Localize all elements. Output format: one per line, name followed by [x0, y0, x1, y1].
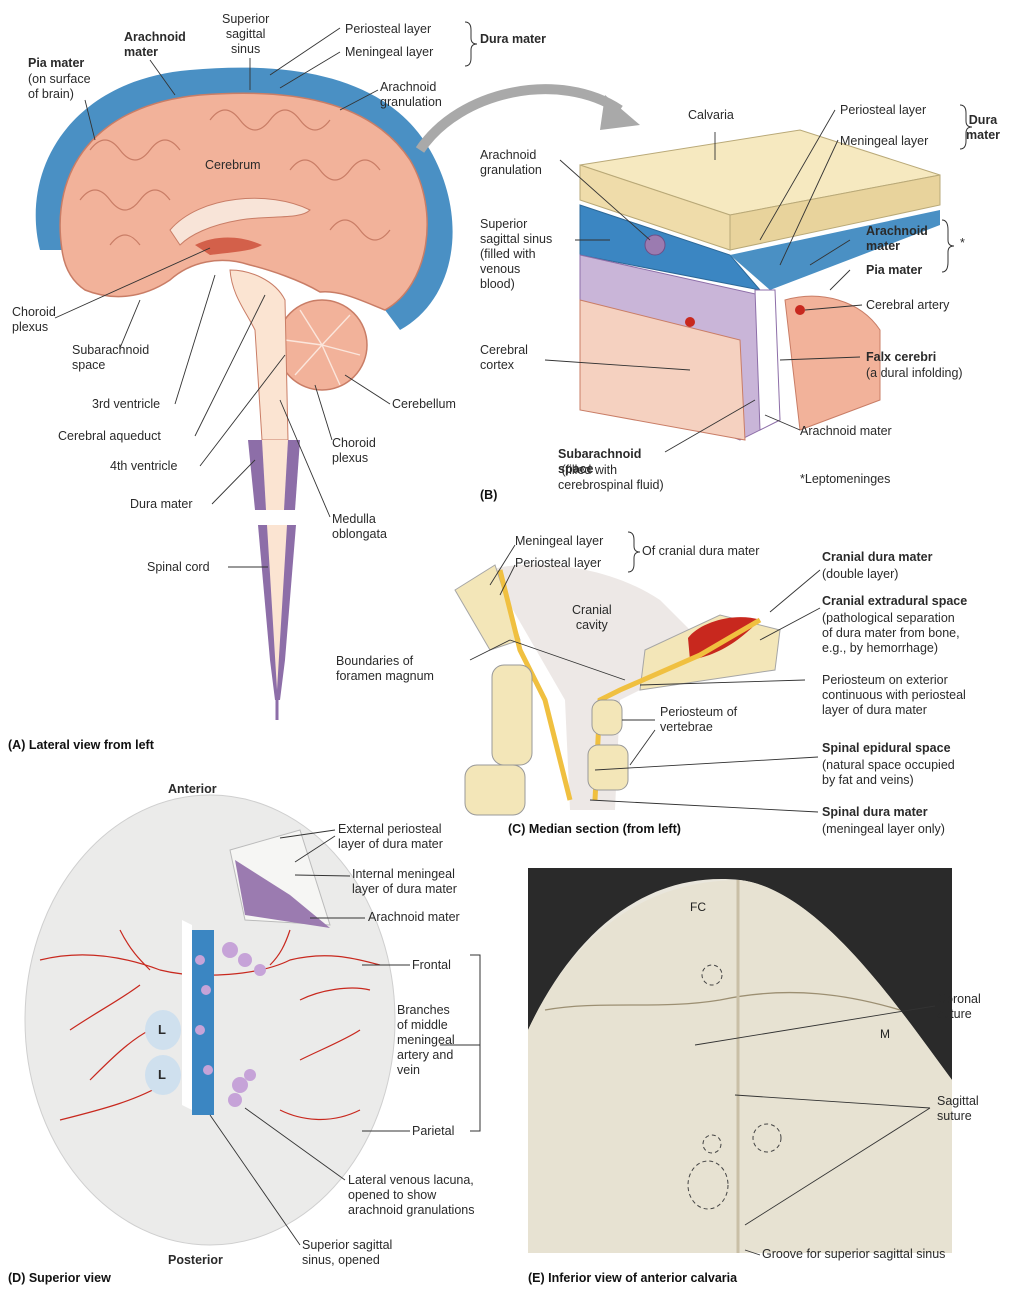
panel-b-illustration: [545, 105, 972, 452]
panel-c-illustration: [455, 532, 820, 815]
branches-bracket: [470, 955, 480, 1131]
caption-c: (C) Median section (from left): [508, 822, 681, 836]
label-frontal: Frontal: [412, 958, 451, 973]
label-sdm-sub: (meningeal layer only): [822, 822, 945, 837]
label-sep-sub: (natural space occupied by fat and veins…: [822, 758, 955, 788]
label-arachnoid-d: Arachnoid mater: [368, 910, 460, 925]
vertebra-1: [492, 665, 532, 765]
label-periosteal-b: Periosteal layer: [840, 103, 926, 118]
label-cdm: Cranial dura mater: [822, 550, 932, 565]
label-arachnoid-b: Arachnoid mater: [866, 224, 928, 254]
label-sss-d: Superior sagittal sinus, opened: [302, 1238, 392, 1268]
label-posterior: Posterior: [168, 1253, 223, 1268]
label-ext-periosteal: External periosteal layer of dura mater: [338, 822, 443, 852]
label-groove: Groove for superior sagittal sinus: [762, 1247, 945, 1262]
label-subarachnoid-a: Subarachnoid space: [72, 343, 149, 373]
label-sdm: Spinal dura mater: [822, 805, 928, 820]
label-ces: Cranial extradural space: [822, 594, 967, 609]
label-int-meningeal: Internal meningeal layer of dura mater: [352, 867, 457, 897]
label-anterior: Anterior: [168, 782, 217, 797]
label-periosteal-a: Periosteal layer: [345, 22, 431, 37]
label-pia-sub: (on surface of brain): [28, 72, 91, 102]
label-cerebellum: Cerebellum: [392, 397, 456, 412]
label-foramen: Boundaries of foramen magnum: [336, 654, 434, 684]
label-falx: Falx cerebri: [866, 350, 936, 365]
label-lacuna-l1: L: [158, 1022, 166, 1037]
label-subarachnoid-b-sub: (filled with cerebrospinal fluid): [558, 463, 664, 493]
label-choroid-a2: Choroid plexus: [332, 436, 376, 466]
dura-brace-a: [465, 22, 477, 66]
label-sss-a: Superior sagittal sinus: [222, 12, 269, 57]
label-star: *: [960, 236, 965, 251]
label-of-cranial: Of cranial dura mater: [642, 544, 759, 559]
label-3rd-ventricle: 3rd ventricle: [92, 397, 160, 412]
label-leptomeninges: *Leptomeninges: [800, 472, 890, 487]
label-ces-sub: (pathological separation of dura mater f…: [822, 611, 960, 656]
label-dura-mater-a2: Dura mater: [130, 497, 193, 512]
brainstem-shape: [230, 270, 288, 440]
label-dura-a: Dura mater: [480, 32, 546, 47]
label-cranial-cavity: Cranial cavity: [572, 603, 612, 633]
label-meningeal-b: Meningeal layer: [840, 134, 928, 149]
label-granulation-b: Arachnoid granulation: [480, 148, 542, 178]
label-sagittal: Sagittal suture: [937, 1094, 979, 1124]
label-branches: Branches of middle meningeal artery and …: [397, 1003, 455, 1078]
label-lacuna: Lateral venous lacuna, opened to show ar…: [348, 1173, 474, 1218]
label-cortex: Cerebral cortex: [480, 343, 528, 373]
label-calvaria: Calvaria: [688, 108, 734, 123]
label-pia-mater: Pia mater: [28, 56, 84, 71]
label-lacuna-l2: L: [158, 1067, 166, 1082]
label-pia-b: Pia mater: [866, 263, 922, 278]
label-m: M: [880, 1027, 890, 1041]
caption-d: (D) Superior view: [8, 1271, 111, 1285]
label-choroid-a: Choroid plexus: [12, 305, 56, 335]
falx-cerebri-shape: [755, 290, 780, 430]
label-periosteal-c: Periosteal layer: [515, 556, 601, 571]
panel-e-photo: [528, 868, 952, 1255]
label-granulation-a: Arachnoid granulation: [380, 80, 442, 110]
label-medulla: Medulla oblongata: [332, 512, 387, 542]
arrow-a-to-b: [420, 89, 620, 150]
label-meningeal-c: Meningeal layer: [515, 534, 603, 549]
label-fc: FC: [690, 900, 706, 914]
vertebra-2: [465, 765, 525, 815]
label-arachnoid-a: Arachnoid mater: [124, 30, 186, 60]
caption-b: (B): [480, 488, 497, 502]
label-sep: Spinal epidural space: [822, 741, 951, 756]
label-parietal: Parietal: [412, 1124, 454, 1139]
label-periosteum-exterior: Periosteum on exterior continuous with p…: [822, 673, 966, 718]
label-4th-ventricle: 4th ventricle: [110, 459, 177, 474]
lepto-brace-b: [942, 220, 954, 272]
label-sss-b: Superior sagittal sinus (filled with ven…: [480, 217, 552, 292]
label-meningeal-a: Meningeal layer: [345, 45, 433, 60]
label-cerebrum: Cerebrum: [205, 158, 261, 173]
label-cerebral-aqueduct: Cerebral aqueduct: [58, 429, 161, 444]
label-periosteum-vertebrae: Periosteum of vertebrae: [660, 705, 737, 735]
label-coronal: Coronal suture: [937, 992, 981, 1022]
caption-a: (A) Lateral view from left: [8, 738, 154, 752]
label-arachnoid-b2: Arachnoid mater: [800, 424, 892, 439]
label-dura-b: Dura mater: [966, 113, 1000, 143]
label-falx-sub: (a dural infolding): [866, 366, 963, 381]
label-cdm-sub: (double layer): [822, 567, 898, 582]
label-cerebral-artery: Cerebral artery: [866, 298, 949, 313]
caption-e: (E) Inferior view of anterior calvaria: [528, 1271, 737, 1285]
label-spinal-cord: Spinal cord: [147, 560, 210, 575]
